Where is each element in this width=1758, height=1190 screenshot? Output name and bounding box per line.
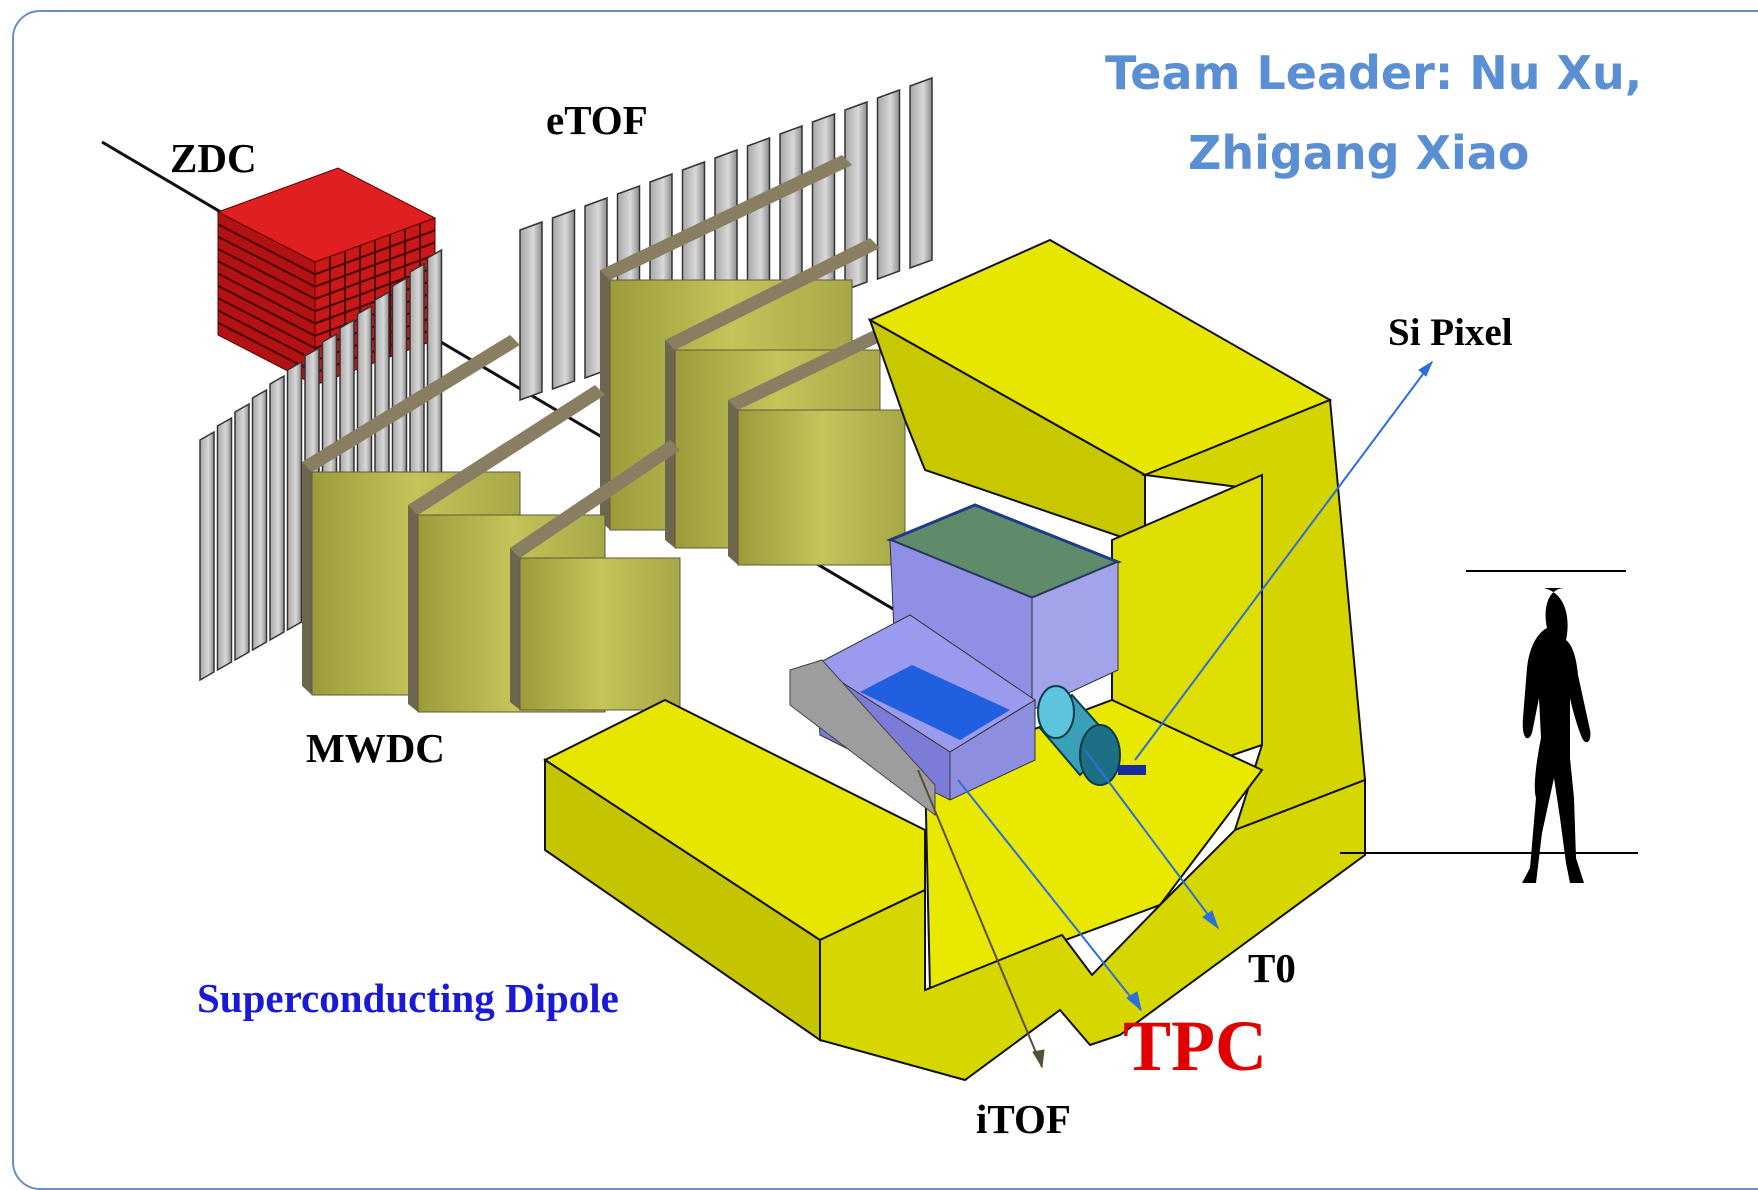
human-scale-figure xyxy=(1340,570,1638,883)
label-si-pixel: Si Pixel xyxy=(1388,311,1513,354)
tpc-detector xyxy=(789,503,1122,817)
t0-pointer xyxy=(1084,749,1219,929)
itof-pointer xyxy=(917,769,1043,1068)
si-pixel-pointer xyxy=(1134,361,1433,761)
etof-strip-1 xyxy=(519,220,543,402)
mwdc-strip-4 xyxy=(251,388,268,652)
label-etof: eTOF xyxy=(546,97,648,143)
tpc-pointer xyxy=(957,779,1142,1011)
title-line-2: Zhigang Xiao xyxy=(1188,126,1530,180)
label-itof: iTOF xyxy=(976,1096,1071,1142)
label-t0: T0 xyxy=(1248,945,1296,991)
label-superconducting-dipole: Superconducting Dipole xyxy=(197,975,619,1021)
mwdc-strip-2 xyxy=(216,416,233,672)
label-tpc: TPC xyxy=(1123,1006,1267,1086)
mwdc-panel-3 xyxy=(510,440,681,711)
mwdc-strip-5 xyxy=(269,374,285,642)
mwdc-strip-1 xyxy=(199,430,215,682)
dipole-magnet xyxy=(542,238,1367,1082)
etof-strip-12 xyxy=(876,88,901,281)
label-mwdc: MWDC xyxy=(306,725,445,771)
detector-diagram xyxy=(101,76,1638,1082)
etof-panel-3 xyxy=(728,320,906,566)
pointer-arrows xyxy=(917,360,1434,1069)
mwdc-strip-3 xyxy=(234,402,250,662)
mwdc-strip-6 xyxy=(286,360,303,632)
t0-detector xyxy=(1037,685,1146,786)
etof-strip-13 xyxy=(909,76,933,270)
etof-strip-2 xyxy=(551,208,576,391)
label-zdc: ZDC xyxy=(170,135,257,181)
title-line-1: Team Leader: Nu Xu, xyxy=(1105,46,1643,100)
